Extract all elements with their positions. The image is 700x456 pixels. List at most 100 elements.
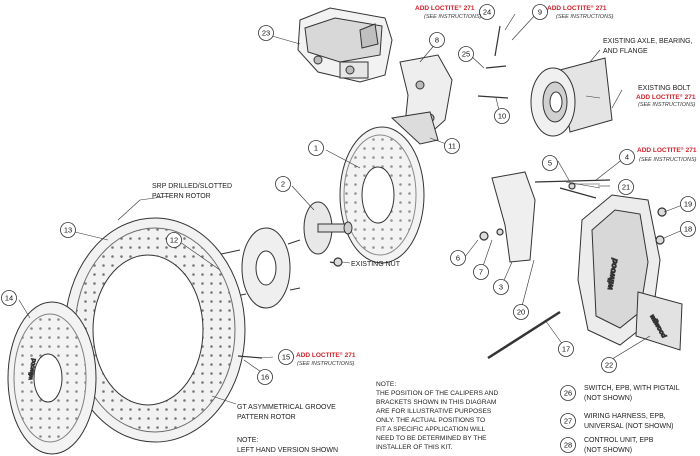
callout-circle [1,290,17,306]
svg-text:INSTALLER OF THIS KIT.: INSTALLER OF THIS KIT. [376,444,453,451]
callout-21: 21 [618,179,634,195]
callout-circle [558,341,574,357]
brake-pads-drawing: wilwood [635,291,683,351]
callout-22: 22 [601,357,617,373]
svg-text:ONLY. THE ACTUAL POSITIONS TO: ONLY. THE ACTUAL POSITIONS TO [376,417,485,424]
loctite-label-15: ADD LOCTITE®271 (SEE INSTRUCTIONS) [296,351,356,368]
loctite-label-4: ADD LOCTITE®271 (SEE INSTRUCTIONS) [637,146,697,164]
callout-number: 3 [499,283,503,292]
callout-6: 6 [450,250,466,266]
callout-number: 22 [605,361,613,370]
callout-number: 17 [562,345,570,354]
callout-26: 26 [560,385,576,401]
callout-number: 15 [282,353,290,362]
upper-caliper-drawing [297,7,393,83]
callout-3: 3 [493,279,509,295]
leader-lines [18,13,686,405]
bracket-shim-drawing [390,111,439,145]
callout-number: 4 [625,153,629,162]
callout-1: 1 [308,140,324,156]
callout-number: 12 [170,236,178,245]
axle-label-line2: AND FLANGE [603,48,648,55]
callout-5: 5 [542,155,558,171]
callout-number: 14 [5,294,13,303]
callout-number: 28 [564,441,572,450]
svg-text:ARE FOR ILLUSTRATIVE PURPOSES: ARE FOR ILLUSTRATIVE PURPOSES [376,408,492,415]
gt-rotor-label-line1: GT ASYMMETRICAL GROOVE [237,404,336,411]
callout-17: 17 [558,341,574,357]
drum-brand-text: wilwood [28,358,38,381]
callout-20: 20 [513,304,529,320]
callout-circle [275,176,291,192]
lower-bracket-drawing [491,171,536,263]
callout-number: 9 [538,8,542,17]
callout-18: 18 [680,221,696,237]
callout-circle [278,349,294,365]
callout-10: 10 [494,108,510,124]
callout-15: 15 [278,349,294,365]
svg-text:(SEE INSTRUCTIONS): (SEE INSTRUCTIONS) [297,361,355,367]
callout-number: 10 [498,112,506,121]
caliper-pin-drawing [487,310,561,360]
svg-text:(SEE INSTRUCTIONS): (SEE INSTRUCTIONS) [424,14,482,20]
svg-text:ADD LOCTITE®271: ADD LOCTITE®271 [637,146,697,155]
callout-circle [532,4,548,20]
callout-circle [680,196,696,212]
svg-text:ADD LOCTITE®271: ADD LOCTITE®271 [415,4,475,13]
srp-rotor-label-line1: SRP DRILLED/SLOTTED [152,183,232,190]
gt-rotor-label-line2: PATTERN ROTOR [237,414,296,421]
callout-2: 2 [275,176,291,192]
callout-circle [308,140,324,156]
position-note: NOTE: THE POSITION OF THE CALIPERS AND B… [376,381,498,451]
rotor-hat-drawing [339,126,425,264]
callout-19: 19 [680,196,696,212]
item28-label-line1: CONTROL UNIT, EPB [584,437,654,444]
callout-9: 9 [532,4,548,20]
existing-bolt-label: EXISTING BOLT [638,85,691,92]
axle-label-line1: EXISTING AXLE, BEARING, [603,38,693,45]
svg-text:BRACKETS SHOWN IN THIS DIAGRAM: BRACKETS SHOWN IN THIS DIAGRAM [376,399,496,406]
callout-circle [513,304,529,320]
srp-rotor-label-line2: PATTERN ROTOR [152,193,211,200]
loctite-label-bolt: ADD LOCTITE®271 (SEE INSTRUCTIONS) [636,93,696,109]
callout-number: 19 [684,200,692,209]
loctite-label-9: ADD LOCTITE®271 (SEE INSTRUCTIONS) [547,4,614,21]
left-hand-note-line2: LEFT HAND VERSION SHOWN [237,447,338,454]
callout-24: 24 [479,4,495,20]
left-hand-note-line1: NOTE: [237,437,258,444]
bolts-drawing [237,25,667,359]
callout-28: 28 [560,437,576,453]
svg-text:NEED TO BE DETERMINED BY THE: NEED TO BE DETERMINED BY THE [376,435,487,442]
callout-11: 11 [444,138,460,154]
svg-text:NOTE:: NOTE: [376,381,396,388]
callout-number: 8 [435,36,439,45]
svg-text:FIT A SPECIFIC APPLICATION WIL: FIT A SPECIFIC APPLICATION WILL [376,426,486,433]
callout-circle [444,138,460,154]
callout-circle [429,32,445,48]
item26-label-line2: (NOT SHOWN) [584,395,632,402]
callout-circle [619,149,635,165]
callout-circle [618,179,634,195]
callout-circle [450,250,466,266]
callout-circle [494,108,510,124]
callout-number: 2 [281,180,285,189]
callout-number: 27 [564,417,572,426]
item27-label-line2: UNIVERSAL (NOT SHOWN) [584,423,673,430]
callout-number: 16 [261,373,269,382]
callout-number: 5 [548,159,552,168]
svg-text:THE POSITION OF THE CALIPERS A: THE POSITION OF THE CALIPERS AND [376,390,498,397]
callout-12: 12 [166,232,182,248]
callout-23: 23 [258,25,274,41]
rotor-ring-drawing [64,217,246,443]
callout-circle [680,221,696,237]
parking-drum-drawing: wilwood [7,301,97,455]
callout-circle [479,4,495,20]
item26-label-line1: SWITCH, EPB, WITH PIGTAIL [584,385,680,392]
callout-circle [60,222,76,238]
svg-text:ADD LOCTITE®271: ADD LOCTITE®271 [636,93,696,102]
callout-number: 20 [517,308,525,317]
callout-number: 6 [456,254,460,263]
callout-number: 25 [462,50,470,59]
callout-number: 1 [314,144,318,153]
